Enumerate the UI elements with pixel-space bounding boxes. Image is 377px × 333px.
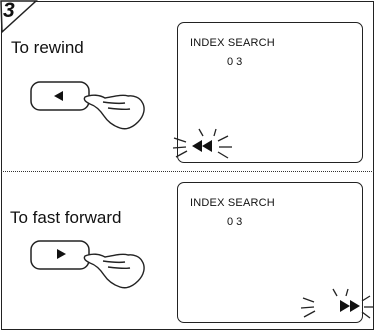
step-tab — [0, 0, 38, 34]
rewind-screen-title: INDEX SEARCH — [190, 37, 275, 49]
rewind-indicator — [172, 128, 232, 159]
fast-forward-caption: To fast forward — [10, 208, 122, 227]
hand-icon — [83, 94, 145, 130]
rewind-screen-value: 0 3 — [227, 56, 243, 68]
fast-forward-button-with-hand — [30, 240, 145, 289]
play-right-triangle-icon — [57, 249, 66, 259]
fast-forward-screen-title: INDEX SEARCH — [190, 197, 275, 209]
rewind-double-left-arrow-icon — [192, 140, 212, 152]
section-divider — [1, 171, 374, 172]
rewind-tv-screen: INDEX SEARCH 0 3 — [177, 22, 363, 163]
rewind-button-with-hand — [30, 81, 145, 130]
fast-forward-tv-screen: INDEX SEARCH 0 3 — [177, 182, 363, 323]
rewind-play-left-triangle-icon — [54, 91, 63, 101]
instruction-panel — [1, 1, 374, 330]
step-number: 3 — [3, 0, 15, 22]
fast-forward-screen-value: 0 3 — [227, 216, 243, 228]
blink-rays-icon — [172, 128, 232, 159]
hand-icon — [83, 253, 145, 289]
fast-forward-indicator — [300, 288, 374, 319]
fast-forward-double-right-arrow-icon — [340, 300, 360, 312]
rewind-caption: To rewind — [11, 38, 84, 57]
blink-rays-icon — [300, 288, 374, 319]
